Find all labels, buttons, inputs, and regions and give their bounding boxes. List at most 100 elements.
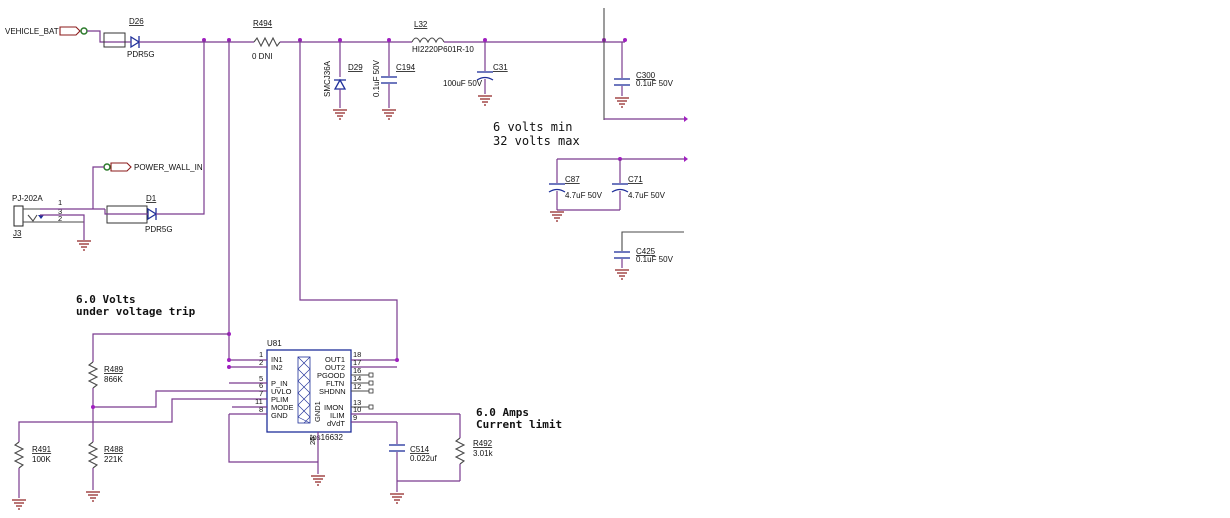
capacitor-c300: C300 0.1uF 50V (614, 42, 674, 108)
u81-pin-num-7: 7 (259, 389, 263, 398)
uv-trip-note-2: under voltage trip (76, 305, 196, 318)
vehicle-bat-label: VEHICLE_BAT (5, 27, 59, 36)
voltage-range-note-1: 6 volts min (493, 120, 572, 134)
u81-pin-imon: IMON (324, 403, 344, 412)
u81-pin-pgood: PGOOD (317, 371, 346, 380)
c300-ref: C300 (636, 71, 656, 80)
d26-ref: D26 (129, 17, 144, 26)
d26-value: PDR5G (127, 50, 155, 59)
r491-ref: R491 (32, 445, 52, 454)
voltage-range-note-2: 32 volts max (493, 134, 580, 148)
r489-value: 866K (104, 375, 123, 384)
c87-value: 4.7uF 50V (565, 191, 603, 200)
u81-pin-num-12: 12 (353, 382, 361, 391)
resistor-r488: R488 221K (87, 441, 124, 469)
r492-ref: R492 (473, 439, 493, 448)
c71-ref: C71 (628, 175, 643, 184)
resistor-r492: R492 3.01k (454, 414, 494, 481)
u81-pin-num-14: 14 (353, 374, 361, 383)
u81-pin-out1: OUT1 (325, 355, 345, 364)
u81-pin-dvdt: dVdT (327, 419, 345, 428)
capacitor-c425: C425 0.1uF 50V (614, 231, 684, 280)
u81-pin-num-16: 16 (353, 366, 361, 375)
d29-value: SMCJ36A (323, 60, 332, 97)
u81-pin-fltn: FLTN (326, 379, 344, 388)
r488-ref: R488 (104, 445, 124, 454)
d1-value: PDR5G (145, 225, 173, 234)
capacitor-c71: C71 4.7uF 50V (611, 159, 666, 210)
r494-ref: R494 (253, 19, 273, 28)
u81-pin-num-10: 10 (353, 405, 361, 414)
u81-pin-ilim: ILIM (330, 411, 345, 420)
u81-pin-num-6: 6 (259, 381, 263, 390)
current-limit-note-1: 6.0 Amps (476, 406, 529, 419)
u81-pin-gnd1: GND1 (313, 401, 322, 422)
resistor-r491: R491 100K (13, 441, 52, 469)
u81-pin-p-in: P_IN (271, 379, 288, 388)
u81-pin-in1: IN1 (271, 355, 283, 364)
j3-pin-1: 1 (58, 198, 62, 207)
dc-jack-j3: PJ-202A J3 1 3 2 (12, 194, 84, 238)
tvs-diode-d29: D29 SMCJ36A (323, 42, 363, 120)
u81-part: tps16632 (310, 433, 343, 442)
ic-u81: U81 tps16632 1 2 5 6 7 11 8 IN1 IN2 P_IN… (229, 339, 460, 486)
j3-ref: J3 (13, 229, 22, 238)
inductor-l32: L32 HI2220P601R-10 (411, 20, 474, 54)
c194-value: 0.1uF 50V (372, 59, 381, 97)
l32-ref: L32 (414, 20, 428, 29)
c300-value: 0.1uF 50V (636, 79, 674, 88)
c514-ref: C514 (410, 445, 430, 454)
j3-value: PJ-202A (12, 194, 43, 203)
u81-pin-num-1: 1 (259, 350, 263, 359)
r494-value: 0 DNI (252, 52, 272, 61)
j3-pin-2: 2 (58, 214, 62, 223)
u81-pin-num-11: 11 (255, 397, 263, 406)
c31-ref: C31 (493, 63, 508, 72)
u81-pin-num-25: 25 (308, 437, 317, 445)
c194-ref: C194 (396, 63, 416, 72)
u81-pin-num-5: 5 (259, 374, 263, 383)
u81-pin-uvlo: UVLO (271, 387, 292, 396)
r491-value: 100K (32, 455, 51, 464)
u81-pin-in2: IN2 (271, 363, 283, 372)
d29-ref: D29 (348, 63, 363, 72)
power-wall-in-label: POWER_WALL_IN (134, 163, 203, 172)
d1-ref: D1 (146, 194, 157, 203)
c87-ref: C87 (565, 175, 580, 184)
current-limit-note-2: Current limit (476, 418, 562, 431)
u81-pin-num-18: 18 (353, 350, 361, 359)
diode-d26: D26 PDR5G (103, 17, 155, 59)
c514-value: 0.022uf (410, 454, 437, 463)
capacitor-c514: C514 0.022uf (389, 422, 437, 481)
vehicle-bat-port: VEHICLE_BAT (5, 26, 88, 36)
c425-ref: C425 (636, 247, 656, 256)
r492-value: 3.01k (473, 449, 494, 458)
uv-trip-note-1: 6.0 Volts (76, 293, 136, 306)
wire-vbat-d26 (87, 30, 126, 43)
wire-d1-rail (156, 40, 205, 215)
c31-value: 100uF 50V (443, 79, 483, 88)
u81-pin-mode: MODE (271, 403, 294, 412)
r488-value: 221K (104, 455, 123, 464)
l32-value: HI2220P601R-10 (412, 45, 474, 54)
u81-pin-num-8: 8 (259, 405, 263, 414)
u81-pin-out2: OUT2 (325, 363, 345, 372)
wire-pwr-wall (92, 166, 104, 209)
c425-value: 0.1uF 50V (636, 255, 674, 264)
u81-pin-plim: PLIM (271, 395, 289, 404)
power-wall-in-port: POWER_WALL_IN (103, 162, 203, 172)
u81-pin-num-2: 2 (259, 358, 263, 367)
capacitor-c194: C194 0.1uF 50V (372, 42, 416, 120)
resistor-r489: R489 866K (87, 361, 124, 389)
u81-pin-num-13: 13 (353, 398, 361, 407)
u81-pin-gnd: GND (271, 411, 288, 420)
r489-ref: R489 (104, 365, 124, 374)
u81-pin-num-9: 9 (353, 413, 357, 422)
u81-pin-shdnn: SHDNN (319, 387, 346, 396)
capacitor-c31: C31 100uF 50V (443, 42, 508, 106)
u81-ref: U81 (267, 339, 282, 348)
resistor-r494: R494 0 DNI (252, 19, 281, 61)
c71-value: 4.7uF 50V (628, 191, 666, 200)
